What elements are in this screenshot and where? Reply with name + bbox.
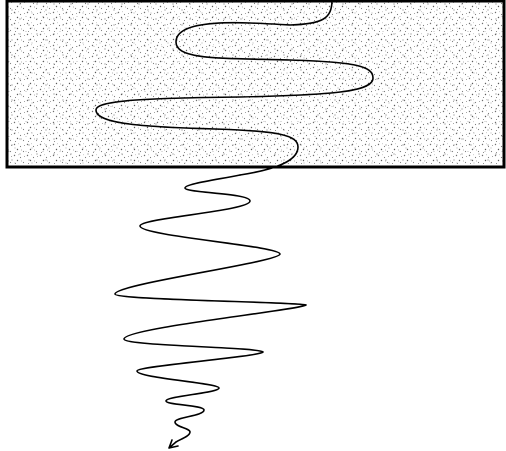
- stippled-block: [7, 1, 504, 167]
- oscillating-wave-below-block: [115, 175, 306, 442]
